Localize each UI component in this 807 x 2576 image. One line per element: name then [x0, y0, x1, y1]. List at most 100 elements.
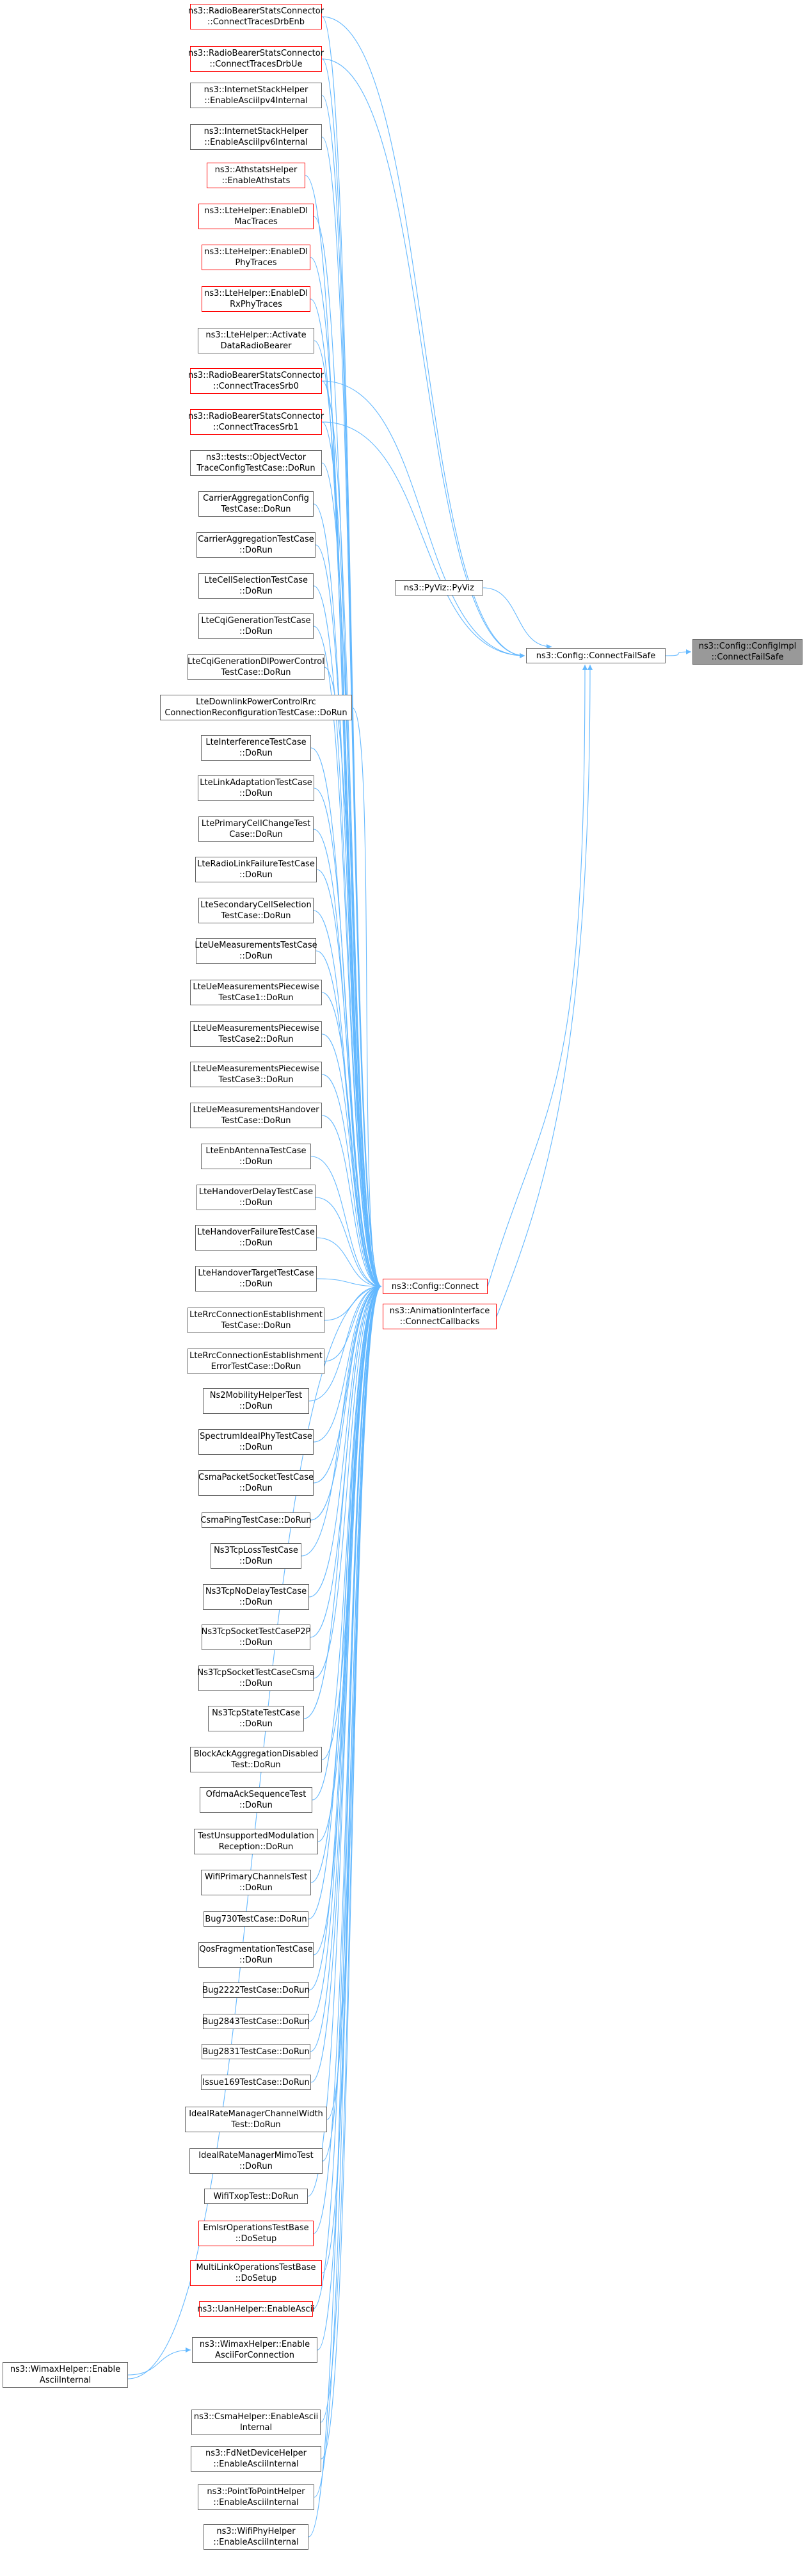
edge-caller-to-connect [321, 1284, 382, 2274]
caller-node[interactable]: IdealRateManagerChannelWidth Test::DoRun [185, 2107, 327, 2132]
edge-connect-to-failsafe [487, 664, 587, 1287]
caller-node[interactable]: WifiTxopTest::DoRun [204, 2189, 308, 2204]
edge-caller-to-connect [310, 747, 382, 1289]
caller-node[interactable]: ns3::LteHelper::EnableDl MacTraces [198, 204, 314, 229]
caller-node[interactable]: Ns2MobilityHelperTest ::DoRun [203, 1388, 309, 1414]
edge-caller-to-connect [317, 1284, 382, 1842]
caller-node[interactable]: ns3::InternetStackHelper ::EnableAsciiIp… [190, 124, 322, 150]
caller-node[interactable]: Bug2843TestCase::DoRun [202, 2014, 310, 2029]
caller-node[interactable]: LteCellSelectionTestCase ::DoRun [198, 573, 314, 599]
edge-caller-to-connect [314, 1284, 382, 2498]
caller-node[interactable]: Ns3TcpNoDelayTestCase ::DoRun [203, 1584, 309, 1610]
caller-node[interactable]: LtePrimaryCellChangeTest Case::DoRun [198, 816, 314, 842]
caller-node[interactable]: CsmaPacketSocketTestCase ::DoRun [198, 1470, 314, 1496]
caller-node[interactable]: LteHandoverTargetTestCase ::DoRun [195, 1266, 317, 1292]
edge-caller-to-failsafe [321, 58, 525, 658]
caller-node[interactable]: Bug2831TestCase::DoRun [202, 2044, 310, 2059]
caller-node[interactable]: OfdmaAckSequenceTest ::DoRun [200, 1787, 312, 1813]
caller-node[interactable]: LteUeMeasurementsPiecewise TestCase1::Do… [190, 980, 322, 1005]
caller-node[interactable]: ns3::LteHelper::EnableDl PhyTraces [202, 245, 310, 270]
edge-failsafe-to-root [665, 649, 692, 656]
caller-node[interactable]: LteUeMeasurementsPiecewise TestCase2::Do… [190, 1021, 322, 1047]
edge-caller-to-connect [321, 1115, 382, 1289]
caller-node[interactable]: SpectrumIdealPhyTestCase ::DoRun [198, 1429, 314, 1455]
edge-caller-to-connect [310, 1284, 382, 2083]
caller-node[interactable]: EmlsrOperationsTestBase ::DoSetup [198, 2221, 314, 2246]
edge-caller-to-connect [312, 1284, 382, 2310]
caller-node[interactable]: ns3::tests::ObjectVector TraceConfigTest… [190, 450, 322, 476]
edge-caller-to-connect [313, 1284, 382, 2234]
edge-caller-to-connect [316, 1237, 382, 1289]
caller-node[interactable]: LteUeMeasurementsHandover TestCase::DoRu… [190, 1103, 322, 1128]
caller-node[interactable]: Issue169TestCase::DoRun [201, 2075, 311, 2090]
edge-caller-to-connect [313, 1284, 382, 1956]
edge-caller-to-connect [314, 340, 382, 1289]
edge-animation-to-failsafe [496, 664, 593, 1317]
edge-caller-to-connect [313, 626, 382, 1289]
caller-node[interactable]: Ns3TcpStateTestCase ::DoRun [208, 1706, 304, 1731]
caller-node[interactable]: CarrierAggregationTestCase ::DoRun [196, 532, 316, 558]
caller-node[interactable]: Bug2222TestCase::DoRun [202, 1982, 310, 1998]
edge-caller-to-connect [321, 58, 382, 1289]
edge-caller-to-connect [324, 667, 382, 1289]
caller-node[interactable]: IdealRateManagerMimoTest ::DoRun [189, 2148, 323, 2174]
edge-caller-to-connect [321, 95, 382, 1289]
caller-node[interactable]: LteInterferenceTestCase ::DoRun [201, 735, 311, 761]
edge-caller-to-connect [324, 1284, 382, 1362]
caller-node[interactable]: CarrierAggregationConfig TestCase::DoRun [198, 491, 314, 517]
edge-caller-to-connect [315, 1197, 382, 1289]
caller-node[interactable]: LteRrcConnectionEstablishment TestCase::… [188, 1308, 324, 1333]
caller-node[interactable]: Ns3TcpSocketTestCaseCsma ::DoRun [197, 1665, 315, 1691]
caller-node[interactable]: LteLinkAdaptationTestCase ::DoRun [198, 775, 314, 801]
caller-node[interactable]: LteRrcConnectionEstablishment ErrorTestC… [188, 1349, 324, 1374]
node-wimax-helper-enable-ascii-for-connection[interactable]: ns3::WimaxHelper::Enable AsciiForConnect… [192, 2337, 317, 2363]
caller-node[interactable]: LteDownlinkPowerControlRrc ConnectionRec… [160, 695, 352, 720]
edge-caller-to-connect [310, 1284, 382, 2052]
edge-caller-to-connect [308, 1284, 382, 1920]
edge-caller-to-connect [321, 421, 382, 1289]
caller-node[interactable]: BlockAckAggregationDisabled Test::DoRun [190, 1747, 322, 1772]
node-pyviz[interactable]: ns3::PyViz::PyViz [395, 580, 483, 595]
caller-node[interactable]: ns3::UanHelper::EnableAscii [197, 2301, 315, 2317]
caller-node[interactable]: LteUeMeasurementsTestCase ::DoRun [195, 938, 317, 964]
caller-node[interactable]: ns3::RadioBearerStatsConnector ::Connect… [188, 409, 324, 435]
caller-node[interactable]: ns3::PointToPointHelper ::EnableAsciiInt… [198, 2484, 314, 2510]
caller-node[interactable]: LteHandoverFailureTestCase ::DoRun [195, 1225, 317, 1251]
caller-node[interactable]: MultiLinkOperationsTestBase ::DoSetup [190, 2260, 322, 2286]
caller-node[interactable]: ns3::RadioBearerStatsConnector ::Connect… [188, 368, 324, 394]
caller-node[interactable]: ns3::AthstatsHelper ::EnableAthstats [207, 163, 305, 188]
caller-node[interactable]: LteUeMeasurementsPiecewise TestCase3::Do… [190, 1062, 322, 1087]
node-config-connect[interactable]: ns3::Config::Connect [383, 1279, 488, 1294]
edge-caller-to-connect [308, 1284, 382, 1402]
caller-node[interactable]: ns3::InternetStackHelper ::EnableAsciiIp… [190, 83, 322, 108]
node-config-connect-failsafe[interactable]: ns3::Config::ConnectFailSafe [526, 648, 666, 663]
caller-node[interactable]: TestUnsupportedModulation Reception::DoR… [194, 1829, 318, 1854]
caller-node[interactable]: WifiPrimaryChannelsTest ::DoRun [201, 1870, 311, 1895]
caller-node[interactable]: ns3::LteHelper::Activate DataRadioBearer [198, 328, 314, 353]
edge-wimax-internal-to-ascii [127, 2347, 191, 2376]
node-wimax-helper-enable-ascii-internal[interactable]: ns3::WimaxHelper::Enable AsciiInternal [3, 2362, 128, 2388]
caller-node[interactable]: ns3::CsmaHelper::EnableAscii Internal [191, 2410, 321, 2435]
edge-caller-to-connect [321, 380, 382, 1289]
caller-node[interactable]: ns3::RadioBearerStatsConnector ::Connect… [188, 46, 324, 72]
edge-caller-to-connect [326, 1284, 382, 2120]
caller-node[interactable]: ns3::FdNetDeviceHelper ::EnableAsciiInte… [191, 2446, 321, 2472]
edge-caller-to-connect [313, 585, 382, 1289]
node-animation-interface-connect-callbacks[interactable]: ns3::AnimationInterface ::ConnectCallbac… [383, 1304, 497, 1329]
edge-caller-to-connect [310, 1156, 382, 1289]
caller-node[interactable]: ns3::LteHelper::EnableDl RxPhyTraces [202, 286, 310, 312]
caller-node[interactable]: ns3::WifiPhyHelper ::EnableAsciiInternal [204, 2524, 308, 2550]
caller-node[interactable]: LteRadioLinkFailureTestCase ::DoRun [195, 857, 317, 882]
caller-node[interactable]: ns3::RadioBearerStatsConnector ::Connect… [188, 4, 324, 29]
caller-node[interactable]: CsmaPingTestCase::DoRun [200, 1512, 312, 1528]
caller-node[interactable]: LteSecondaryCellSelection TestCase::DoRu… [198, 898, 314, 923]
caller-node[interactable]: QosFragmentationTestCase ::DoRun [198, 1942, 314, 1968]
caller-node[interactable]: LteHandoverDelayTestCase ::DoRun [196, 1185, 316, 1210]
caller-node[interactable]: Ns3TcpLossTestCase ::DoRun [211, 1543, 301, 1569]
edge-caller-to-connect [351, 707, 382, 1289]
caller-node[interactable]: LteCqiGenerationDlPowerControl TestCase:… [188, 654, 324, 680]
caller-node[interactable]: LteEnbAntennaTestCase ::DoRun [201, 1144, 311, 1169]
caller-node[interactable]: Bug730TestCase::DoRun [204, 1911, 308, 1927]
caller-node[interactable]: Ns3TcpSocketTestCaseP2P ::DoRun [202, 1624, 310, 1650]
caller-node[interactable]: LteCqiGenerationTestCase ::DoRun [198, 613, 314, 639]
